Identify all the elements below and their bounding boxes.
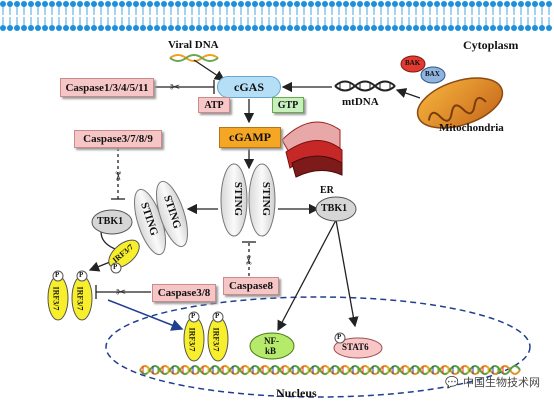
- phospho-label: P: [55, 271, 60, 279]
- atp-box: ATP: [198, 97, 230, 113]
- caspase-3-8-box: Caspase3/8: [152, 284, 216, 302]
- irf37-cyto-label-1: IRF3/7: [51, 286, 61, 311]
- svg-text:✂: ✂: [111, 171, 125, 181]
- irf37-nuclear-pair: [183, 316, 229, 362]
- pathway-arrows: [88, 59, 421, 332]
- wechat-icon: 💬: [445, 375, 459, 389]
- phospho-label: P: [191, 312, 196, 320]
- sting-label-2: STING: [260, 181, 273, 217]
- sting-dimer-complex: [133, 180, 189, 256]
- caspase-1-3-4-5-11-box: Caspase1/3/4/5/11: [60, 78, 154, 97]
- stat6-label: STAT6: [342, 342, 369, 352]
- gtp-box: GTP: [272, 97, 304, 113]
- phospho-markers: [52, 262, 346, 344]
- cytoplasm-label: Cytoplasm: [463, 38, 519, 52]
- irf37-cyto-label-2: IRF3/7: [75, 286, 85, 311]
- phospho-label: P: [337, 333, 342, 341]
- caspase-8-box: Caspase8: [223, 277, 279, 295]
- sting-label-1: STING: [232, 181, 245, 217]
- nfkb-label-2: kB: [265, 346, 277, 356]
- bak-protein: [400, 55, 426, 73]
- irf37-nuc-label-2: IRF3/7: [211, 327, 221, 352]
- bax-protein: [420, 66, 446, 84]
- mitochondrion-shape: [416, 77, 504, 129]
- mtdna-label: mtDNA: [342, 96, 379, 108]
- viral-dna-label: Viral DNA: [168, 39, 219, 51]
- irf37-nuc-label-1: IRF3/7: [187, 327, 197, 352]
- tbk1-right-label: TBK1: [321, 203, 348, 214]
- viral-dna-helix: [169, 54, 219, 62]
- tbk1-complex-label: TBK1: [97, 216, 124, 227]
- mtdna-helix: [334, 80, 396, 92]
- nfkb-label-1: NF-: [264, 336, 279, 346]
- svg-text:✂: ✂: [116, 285, 126, 299]
- phospho-label: P: [215, 312, 220, 320]
- nucleus-envelope: [105, 296, 531, 398]
- nucleus-label: Nucleus: [276, 386, 317, 400]
- watermark-text: 中国生物技术网: [463, 376, 540, 389]
- bak-label: BAK: [405, 59, 421, 67]
- scissors-icon: ✂ ✂ ✂ ✂: [111, 80, 256, 299]
- sting-dimer-center: [220, 163, 276, 237]
- bax-label: BAX: [425, 70, 440, 78]
- irf37-complex-shape: [108, 239, 140, 269]
- nfkb-shape: [249, 332, 295, 360]
- cell-membrane: [0, 1, 552, 31]
- er-shape: [281, 121, 343, 178]
- tbk1-right-shape: [315, 196, 357, 222]
- nuclear-dna-helix: [139, 365, 521, 375]
- cgas-node: cGAS: [217, 76, 281, 98]
- watermark: 💬 中国生物技术网: [445, 374, 540, 390]
- nuclear-translocation-arrow: [107, 299, 184, 331]
- cgamp-node: cGAMP: [219, 127, 281, 148]
- stat6-shape: [333, 337, 383, 359]
- caspase-3-7-8-9-box: Caspase3/7/8/9: [74, 130, 162, 148]
- tbk1-complex-shape: [91, 209, 133, 235]
- mitochondria-label: Mitochondria: [439, 122, 504, 134]
- svg-text:✂: ✂: [170, 80, 180, 94]
- phospho-label: P: [113, 263, 118, 271]
- phospho-label: P: [79, 271, 84, 279]
- irf37-cyto-pair: [47, 275, 93, 321]
- svg-text:✂: ✂: [242, 255, 256, 265]
- er-label: ER: [320, 185, 334, 196]
